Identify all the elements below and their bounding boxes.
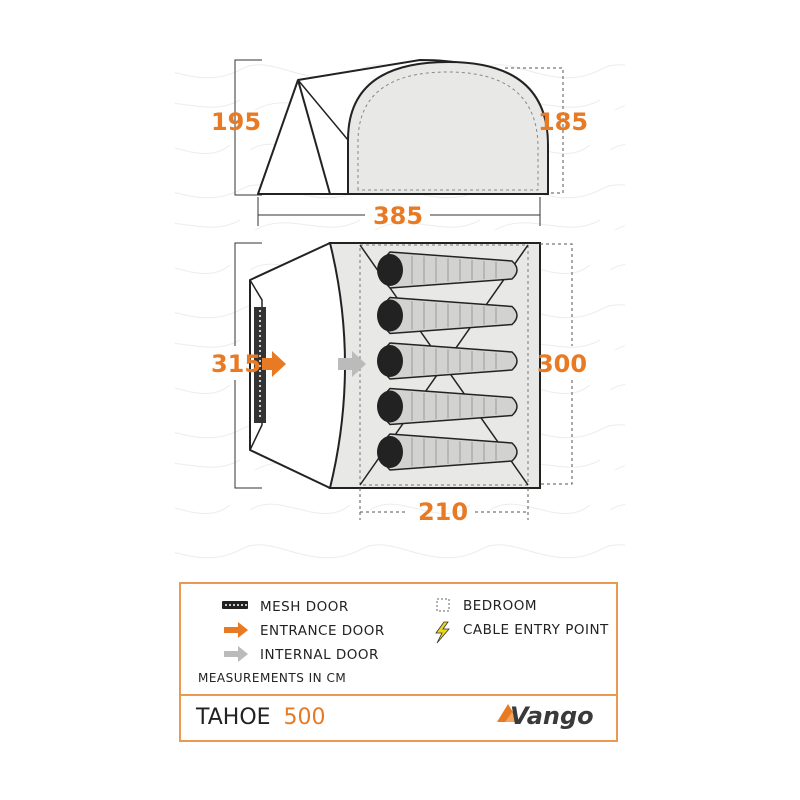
mesh-door-hole (259, 315, 261, 317)
mesh-door-hole (259, 340, 261, 342)
mesh-door-hole (259, 325, 261, 327)
vango-logo-icon-notch (505, 712, 519, 722)
mesh-door-hole (259, 390, 261, 392)
width-total-bracket (234, 242, 262, 489)
floor-plan (234, 242, 573, 520)
mesh-door-hole (259, 400, 261, 402)
label-length-total: 385 (373, 202, 423, 230)
side-porch-pole (297, 79, 331, 195)
sleeping-bag-hood (377, 254, 403, 286)
legend-bedroom: BEDROOM (463, 598, 537, 614)
mesh-door-hole (259, 405, 261, 407)
brand-logo-text: Vango (510, 702, 594, 730)
mesh-door-hole (259, 355, 261, 357)
lightning-icon (435, 621, 450, 644)
label-length-bedroom: 210 (418, 498, 468, 526)
sleeping-bags (377, 251, 518, 471)
label-width-total: 315 (211, 350, 261, 378)
legend-entrance-door: ENTRANCE DOOR (260, 623, 385, 639)
legend-frame (179, 582, 618, 742)
sleeping-bag-hood (377, 345, 403, 377)
mesh-door-hole (259, 350, 261, 352)
side-view (234, 59, 564, 196)
mesh-door-hole (259, 345, 261, 347)
sleeping-bag (377, 387, 518, 426)
mesh-door-dots (259, 310, 261, 417)
sleeping-bag-hood (377, 299, 403, 332)
measurements-note: MEASUREMENTS IN CM (198, 671, 346, 685)
mesh-door-hole (259, 330, 261, 332)
length-total-bracket (257, 197, 541, 226)
mesh-door-hole (259, 415, 261, 417)
sleeping-bag (377, 296, 518, 335)
mesh-door-hole (259, 320, 261, 322)
mesh-door-hole (259, 380, 261, 382)
side-porch-line (297, 79, 349, 141)
mesh-door-hole (259, 385, 261, 387)
product-title: TAHOE 500 (195, 705, 326, 730)
internal-door-legend-icon (224, 646, 248, 662)
legend: MESH DOOR ENTRANCE DOOR INTERNAL DOOR BE… (179, 582, 618, 742)
side-bedroom-dome (347, 60, 549, 195)
sleeping-bag (377, 251, 518, 289)
width-bedroom-bracket (540, 243, 573, 485)
mesh-door-hole (259, 365, 261, 367)
mesh-door-hole (259, 395, 261, 397)
mesh-door-hole (259, 370, 261, 372)
entrance-door-arrow (262, 351, 286, 377)
height-front-bracket (234, 59, 262, 196)
mesh-door-legend-dots (225, 604, 247, 606)
mesh-door-hole (259, 335, 261, 337)
height-bedroom-bracket (505, 67, 564, 194)
legend-internal-door: INTERNAL DOOR (260, 647, 379, 663)
internal-door-arrow (338, 351, 366, 377)
mesh-door-hole (259, 360, 261, 362)
product-name: TAHOE (195, 705, 271, 730)
sleeping-bag (377, 433, 518, 471)
sleeping-bag-hood (377, 436, 403, 468)
bedroom-legend-icon (436, 598, 450, 612)
label-height-front: 195 (211, 108, 261, 136)
label-width-bedroom: 300 (537, 350, 587, 378)
mesh-door-hole (259, 310, 261, 312)
legend-cable-entry: CABLE ENTRY POINT (463, 622, 609, 638)
legend-mesh-door: MESH DOOR (260, 599, 349, 615)
label-height-bedroom: 185 (538, 108, 588, 136)
entrance-door-legend-icon (224, 622, 248, 638)
sleeping-bag (377, 342, 518, 380)
sleeping-bag-hood (377, 390, 403, 423)
mesh-door-hole (259, 410, 261, 412)
mesh-door-hole (259, 375, 261, 377)
product-model: 500 (284, 705, 326, 730)
